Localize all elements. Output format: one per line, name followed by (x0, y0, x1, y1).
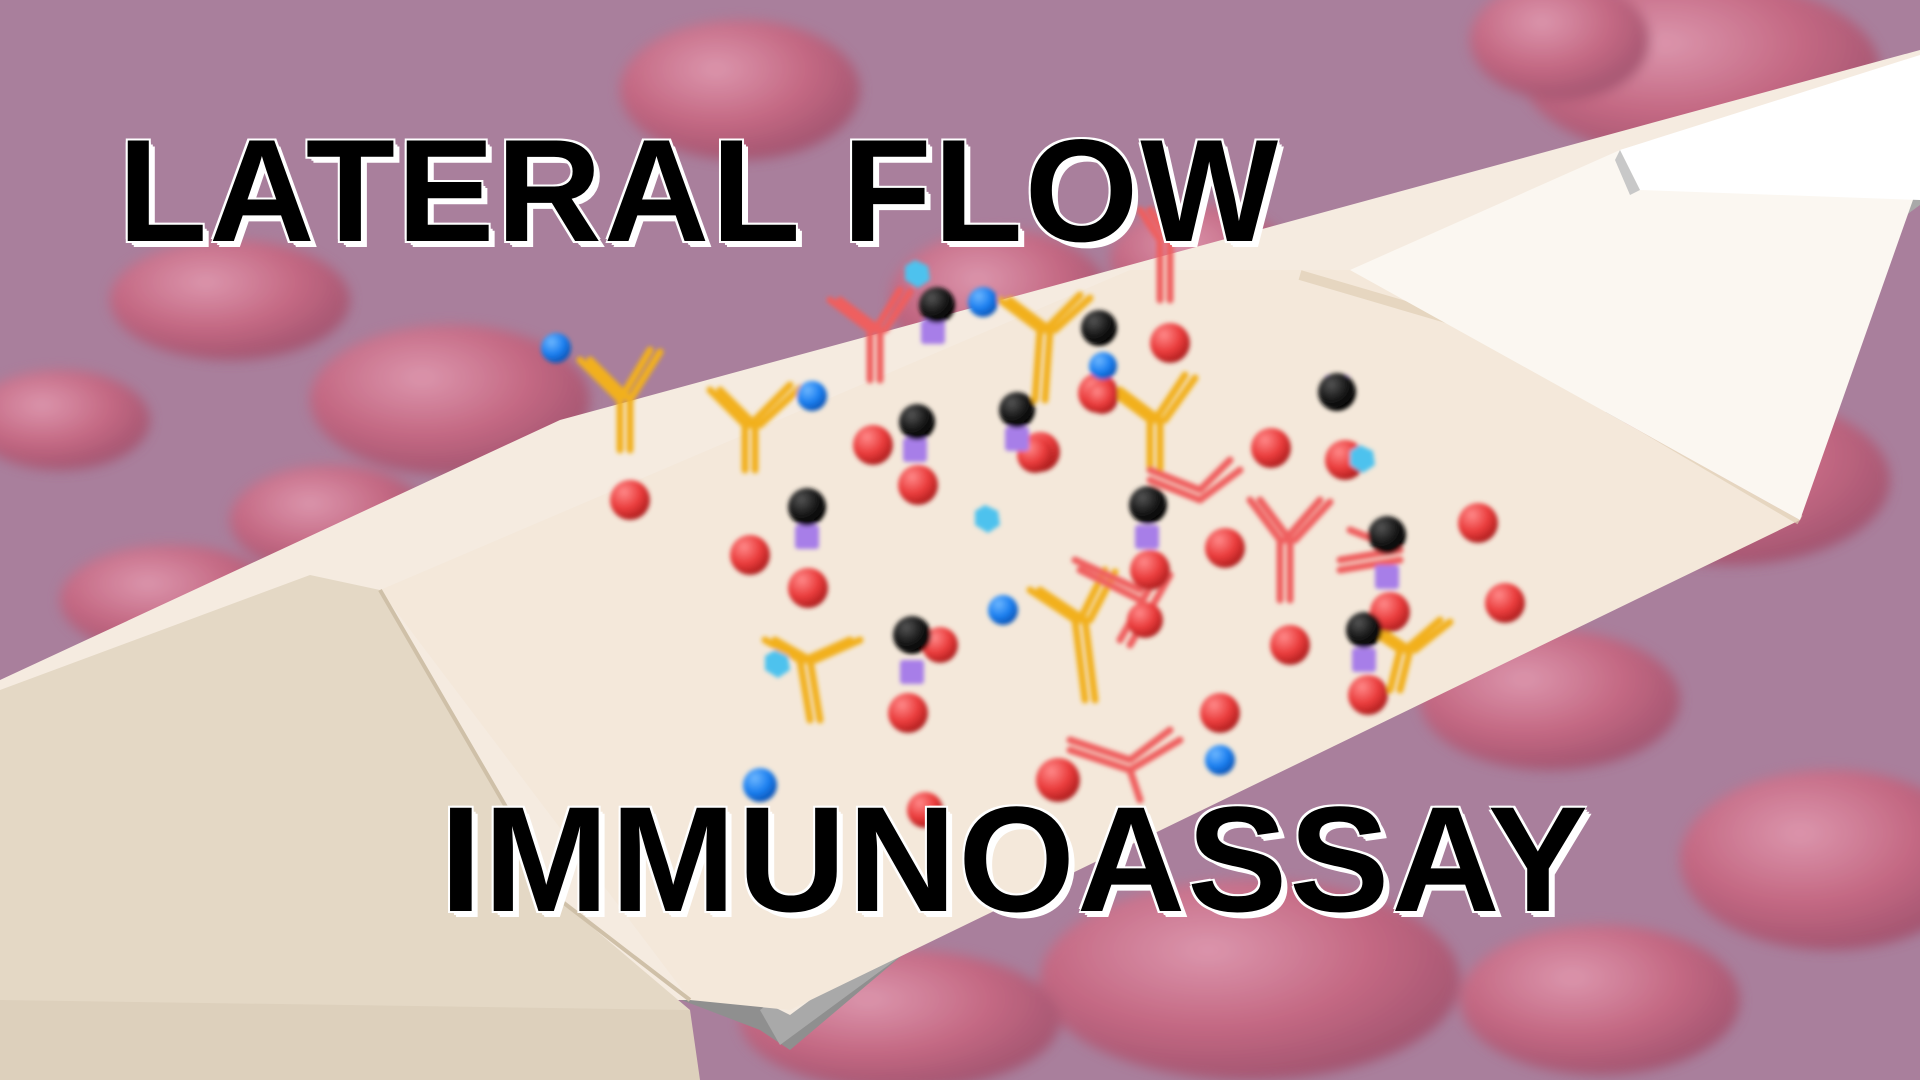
blood-cell-icon (110, 240, 350, 360)
crystal-icon (905, 260, 930, 288)
analyte-icon (1346, 612, 1382, 648)
nanoparticle-icon (922, 627, 958, 663)
marker-icon (988, 595, 1018, 625)
crystals (765, 260, 1375, 678)
nanoparticle-icon (888, 693, 928, 733)
nanoparticle-icon (1485, 583, 1525, 623)
nanoparticle-icon (1348, 675, 1388, 715)
marker-icon (797, 381, 827, 411)
analyte-icon (1318, 373, 1356, 411)
analyte-icon (893, 616, 931, 654)
nanoparticle-icon (610, 480, 650, 520)
blood-cell-icon (310, 325, 590, 475)
nanoparticle-icon (1150, 323, 1190, 363)
linker-icon (1375, 565, 1399, 589)
nanoparticle-icon (853, 425, 893, 465)
blood-cell-icon (1470, 0, 1650, 100)
crystal-icon (975, 505, 1000, 533)
marker-icon (1205, 745, 1235, 775)
analyte-icon (919, 287, 955, 323)
linker-icon (900, 660, 924, 684)
antibody-icon (576, 291, 1454, 724)
analyte-icon (999, 392, 1035, 428)
blood-cell-icon (1680, 770, 1920, 950)
analytes (788, 287, 1406, 654)
nanoparticle-icon (1127, 602, 1163, 638)
marker-icon (1089, 352, 1117, 380)
blood-cell-icon (0, 370, 150, 470)
nanoparticle-icon (1270, 625, 1310, 665)
nanoparticle-icon (788, 568, 828, 608)
linker-icon (1005, 427, 1029, 451)
linker-icon (921, 320, 945, 344)
absorbent-pad-step (1615, 150, 1640, 195)
nanoparticle-icon (907, 792, 943, 828)
linker-icon (1352, 648, 1376, 672)
analyte-icon (1129, 486, 1167, 524)
crystal-icon (765, 650, 790, 678)
sample-pad-front (0, 1000, 700, 1080)
analyte-icon (899, 404, 935, 440)
title-line-2: IMMUNOASSAY (440, 775, 1590, 943)
nanoparticle-icon (898, 465, 938, 505)
analyte-icon (1368, 516, 1406, 554)
marker-icon (968, 287, 998, 317)
markers (541, 287, 1235, 802)
nanoparticle-icon (1086, 382, 1118, 414)
nanoparticle-icon (1251, 428, 1291, 468)
analyte-icon (1081, 310, 1117, 346)
nanoparticle-icon (1205, 528, 1245, 568)
test-strip (0, 50, 1920, 1080)
molecules (541, 206, 1525, 828)
blood-cell-icon (1460, 925, 1740, 1075)
marker-icon (743, 768, 777, 802)
linker-icon (795, 525, 819, 549)
nanoparticle-icon (1130, 550, 1170, 590)
blood-cell-icon (620, 20, 860, 160)
crystal-icon (1350, 445, 1375, 473)
nanoparticle-icon (1458, 503, 1498, 543)
nanoparticle-icon (730, 535, 770, 575)
marker-icon (541, 333, 571, 363)
sample-pad (0, 575, 690, 1080)
nanoparticle-icon (1200, 693, 1240, 733)
blood-cell-icon (1040, 880, 1460, 1080)
analyte-icon (788, 488, 826, 526)
linker-icon (903, 438, 927, 462)
title-line-1: LATERAL FLOW (118, 109, 1281, 272)
pad-border (378, 588, 692, 1002)
linker-icon (1135, 525, 1159, 549)
nanoparticle-icon (1036, 758, 1080, 802)
absorbent-pad-top (1620, 55, 1920, 200)
